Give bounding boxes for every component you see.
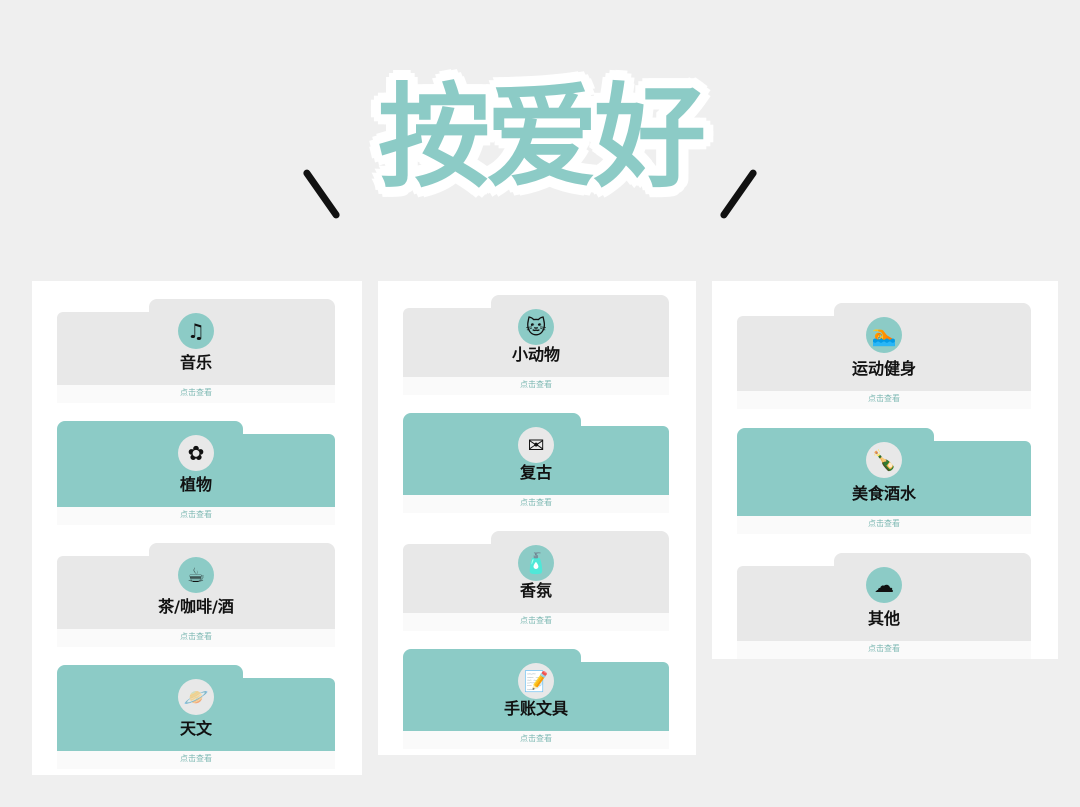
planet-icon: 🪐 [178, 679, 214, 715]
category-label: 运动健身 [851, 359, 916, 378]
category-label: 植物 [179, 475, 212, 494]
notepad-icon: 📝 [518, 663, 554, 699]
category-label: 音乐 [179, 353, 212, 372]
category-panel-1: ♫音乐点击查看✿植物点击查看☕茶/咖啡/酒点击查看🪐天文点击查看 [32, 281, 362, 775]
cat-icon: 🐱 [518, 309, 554, 345]
view-link[interactable]: 点击查看 [403, 495, 669, 513]
envelope-icon: ✉ [518, 427, 554, 463]
category-card[interactable]: ☕ 茶/咖啡/酒点击查看 [57, 543, 335, 647]
view-link[interactable]: 点击查看 [57, 385, 335, 403]
view-link[interactable]: 点击查看 [737, 641, 1031, 659]
view-link[interactable]: 点击查看 [57, 751, 335, 769]
view-link[interactable]: 点击查看 [403, 377, 669, 395]
category-label: 香氛 [519, 581, 552, 600]
category-card[interactable]: ✉复古点击查看 [403, 413, 669, 513]
category-label: 小动物 [511, 345, 560, 364]
category-card[interactable]: 🏊 运动健身点击查看 [737, 303, 1031, 409]
diffuser-icon: 🧴 [518, 545, 554, 581]
category-label: 手账文具 [503, 699, 568, 718]
page-title: 按爱好 [378, 73, 706, 203]
category-label: 茶/咖啡/酒 [158, 597, 234, 616]
coffee-cup-icon: ☕ [178, 557, 214, 593]
category-panel-2: 🐱小动物点击查看✉复古点击查看🧴香氛点击查看📝手账文具点击查看 [378, 281, 696, 755]
category-card[interactable]: ♫ 音乐点击查看 [57, 299, 335, 403]
view-link[interactable]: 点击查看 [737, 516, 1031, 534]
category-card[interactable]: ☁ 其他点击查看 [737, 553, 1031, 659]
category-card[interactable]: 🪐 天文点击查看 [57, 665, 335, 769]
category-label: 复古 [519, 463, 552, 482]
category-card[interactable]: 🍾 美食酒水点击查看 [737, 428, 1031, 534]
music-note-icon: ♫ [178, 313, 214, 349]
category-card[interactable]: 📝手账文具点击查看 [403, 649, 669, 749]
category-label: 美食酒水 [851, 484, 916, 503]
cloud-icon: ☁ [866, 567, 902, 603]
view-link[interactable]: 点击查看 [57, 629, 335, 647]
view-link[interactable]: 点击查看 [403, 731, 669, 749]
category-card[interactable]: 🐱小动物点击查看 [403, 295, 669, 395]
category-card[interactable]: ✿ 植物点击查看 [57, 421, 335, 525]
category-label: 天文 [179, 719, 212, 738]
category-panel-3: 🏊运动健身点击查看🍾美食酒水点击查看☁其他点击查看 [712, 281, 1058, 659]
category-card[interactable]: 🧴香氛点击查看 [403, 531, 669, 631]
view-link[interactable]: 点击查看 [737, 391, 1031, 409]
view-link[interactable]: 点击查看 [57, 507, 335, 525]
page-title-wrap: 按爱好 [0, 68, 1080, 208]
bottle-food-icon: 🍾 [866, 442, 902, 478]
view-link[interactable]: 点击查看 [403, 613, 669, 631]
swimmer-icon: 🏊 [866, 317, 902, 353]
plant-vase-icon: ✿ [178, 435, 214, 471]
category-label: 其他 [867, 609, 900, 628]
